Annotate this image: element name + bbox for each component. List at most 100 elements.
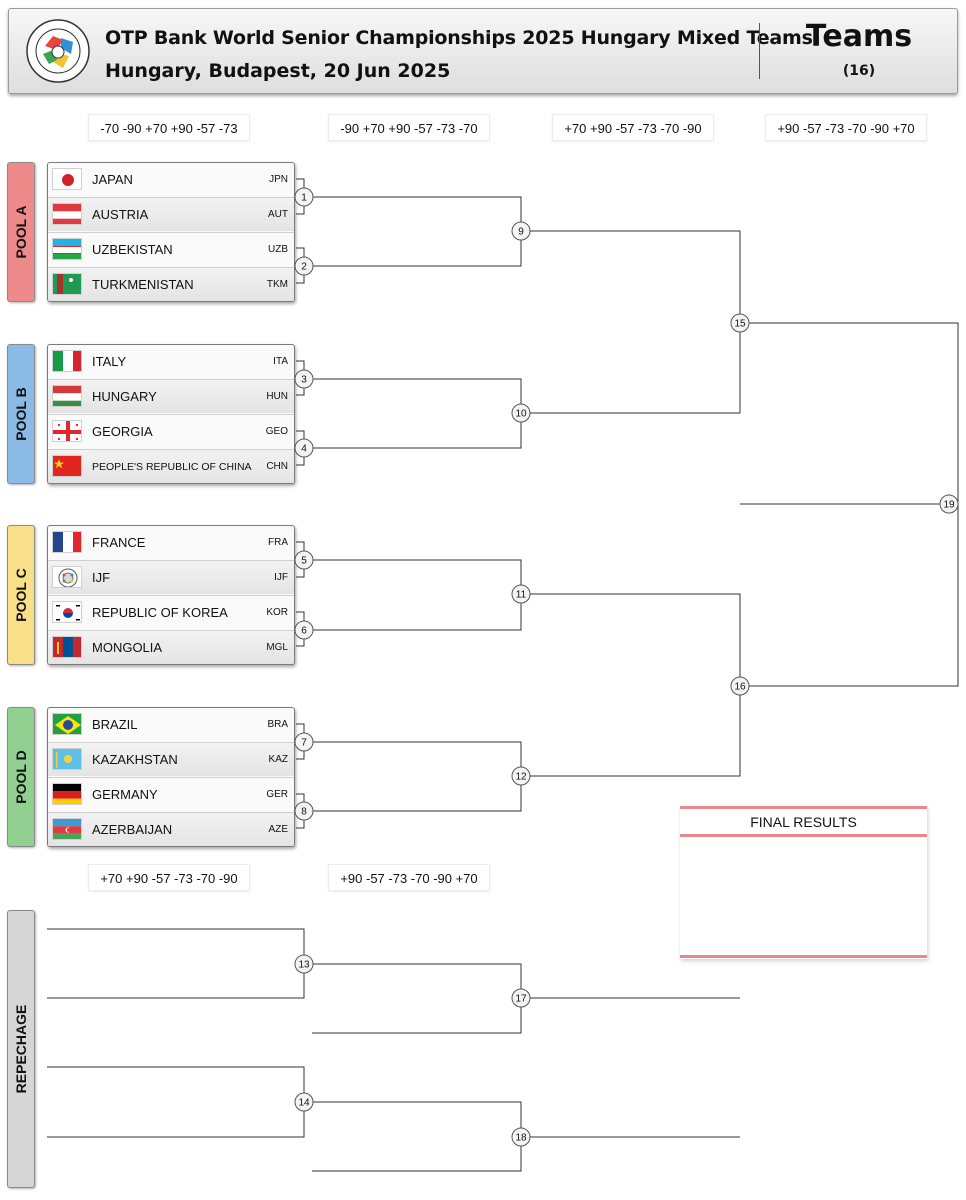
match-number: 15 (734, 319, 746, 330)
match-bubble-circle (294, 369, 314, 389)
team-row-kaz[interactable]: KAZAKHSTAN KAZ (48, 742, 294, 776)
header-divider (759, 23, 760, 79)
match-number: 2 (301, 262, 307, 273)
match-14-bubble[interactable]: 14 (294, 1092, 314, 1112)
match-9-bubble[interactable]: 9 (511, 221, 531, 241)
weight-order-round4: +90 -57 -73 -70 -90 +70 (765, 114, 927, 141)
team-row-aut[interactable]: AUSTRIA AUT (48, 197, 294, 231)
final-results-bottom-rule (680, 955, 927, 958)
germany-flag-icon (52, 783, 82, 805)
team-row-hun[interactable]: HUNGARY HUN (48, 379, 294, 413)
azerbaijan-flag-icon (52, 818, 82, 840)
match-bubble-circle (294, 256, 314, 276)
match-bubble-circle (511, 584, 531, 604)
team-row-jpn[interactable]: JAPAN JPN (48, 163, 294, 197)
weight-order-round2: -90 +70 +90 -57 -73 -70 (328, 114, 490, 141)
pool-b-label: POOL B (7, 344, 35, 484)
team-row-kor[interactable]: REPUBLIC OF KOREA KOR (48, 595, 294, 629)
team-row-geo[interactable]: GEORGIA GEO (48, 414, 294, 448)
match-bubble-circle (294, 438, 314, 458)
korea-flag-icon (52, 601, 82, 623)
match-bubble-circle (511, 221, 531, 241)
match-bubble-circle (939, 494, 959, 514)
kazakhstan-flag-icon (52, 748, 82, 770)
event-header: OTP Bank World Senior Championships 2025… (8, 8, 958, 94)
match-number: 16 (734, 682, 746, 693)
team-row-tkm[interactable]: TURKMENISTAN TKM (48, 267, 294, 301)
bronze-connector (312, 1101, 522, 1172)
match-number: 11 (516, 590, 527, 601)
match-number: 19 (943, 500, 955, 511)
hungary-flag-icon (52, 385, 82, 407)
match-12-bubble[interactable]: 12 (511, 766, 531, 786)
pool-b-teams: ITALY ITA HUNGARY HUN GEORGIA GEO PEOPLE… (47, 344, 295, 484)
match-5-bubble[interactable]: 5 (294, 550, 314, 570)
match-number: 9 (518, 227, 524, 238)
match-19-bubble[interactable]: 19 (939, 494, 959, 514)
match-11-bubble[interactable]: 11 (511, 584, 531, 604)
team-row-uzb[interactable]: UZBEKISTAN UZB (48, 232, 294, 266)
china-flag-icon (52, 455, 82, 477)
semifinal-connector (529, 230, 741, 414)
match-number: 8 (301, 807, 307, 818)
final-results-title: FINAL RESULTS (750, 814, 857, 830)
category-title: Teams (805, 19, 913, 54)
team-row-ijf[interactable]: IJF IJF (48, 560, 294, 594)
match-bubble-circle (294, 801, 314, 821)
pool-a-label: POOL A (7, 162, 35, 302)
ijf-logo (26, 19, 90, 83)
team-row-aze[interactable]: AZERBAIJAN AZE (48, 812, 294, 846)
match-bubble-circle (730, 676, 750, 696)
match-bubble-circle (511, 988, 531, 1008)
turkmenistan-flag-icon (52, 273, 82, 295)
match-bubble-circle (294, 954, 314, 974)
austria-flag-icon (52, 203, 82, 225)
repechage-connector (47, 928, 305, 999)
second-round-connector (312, 559, 522, 631)
pool-c-label: POOL C (7, 525, 35, 665)
match-16-bubble[interactable]: 16 (730, 676, 750, 696)
match-number: 13 (298, 960, 310, 971)
event-location-date: Hungary, Budapest, 20 Jun 2025 (105, 60, 451, 82)
weight-order-round1: -70 -90 +70 +90 -57 -73 (88, 114, 250, 141)
mongolia-flag-icon (52, 636, 82, 658)
france-flag-icon (52, 531, 82, 553)
match-number: 3 (301, 375, 307, 386)
repechage-connector (47, 1066, 305, 1138)
team-row-chn[interactable]: PEOPLE'S REPUBLIC OF CHINA CHN (48, 449, 294, 483)
match-2-bubble[interactable]: 2 (294, 256, 314, 276)
team-row-ger[interactable]: GERMANY GER (48, 777, 294, 811)
match-bubble-circle (511, 1127, 531, 1147)
match-3-bubble[interactable]: 3 (294, 369, 314, 389)
participant-count: (16) (842, 63, 876, 79)
match-15-bubble[interactable]: 15 (730, 313, 750, 333)
match-number: 10 (515, 409, 527, 420)
match-4-bubble[interactable]: 4 (294, 438, 314, 458)
match-10-bubble[interactable]: 10 (511, 403, 531, 423)
match-number: 14 (298, 1098, 310, 1109)
ijf-flag-icon (52, 566, 82, 588)
match-18-bubble[interactable]: 18 (511, 1127, 531, 1147)
match-17-bubble[interactable]: 17 (511, 988, 531, 1008)
pool-d-teams: BRAZIL BRA KAZAKHSTAN KAZ GERMANY GER AZ… (47, 707, 295, 847)
match-6-bubble[interactable]: 6 (294, 620, 314, 640)
second-round-connector (312, 741, 522, 812)
match-bubble-circle (511, 403, 531, 423)
match-number: 17 (515, 994, 527, 1005)
match-7-bubble[interactable]: 7 (294, 732, 314, 752)
pool-c-teams: FRANCE FRA IJF IJF REPUBLIC OF KOREA KOR… (47, 525, 295, 665)
match-1-bubble[interactable]: 1 (294, 187, 314, 207)
uzbekistan-flag-icon (52, 238, 82, 260)
match-bubble-circle (294, 620, 314, 640)
italy-flag-icon (52, 350, 82, 372)
match-bubble-circle (294, 550, 314, 570)
match-13-bubble[interactable]: 13 (294, 954, 314, 974)
team-row-mgl[interactable]: MONGOLIA MGL (48, 630, 294, 664)
match-8-bubble[interactable]: 8 (294, 801, 314, 821)
match-number: 7 (301, 738, 307, 749)
team-row-fra[interactable]: FRANCE FRA (48, 526, 294, 560)
team-row-bra[interactable]: BRAZIL BRA (48, 708, 294, 742)
event-title: OTP Bank World Senior Championships 2025… (105, 27, 813, 49)
team-row-ita[interactable]: ITALY ITA (48, 345, 294, 379)
